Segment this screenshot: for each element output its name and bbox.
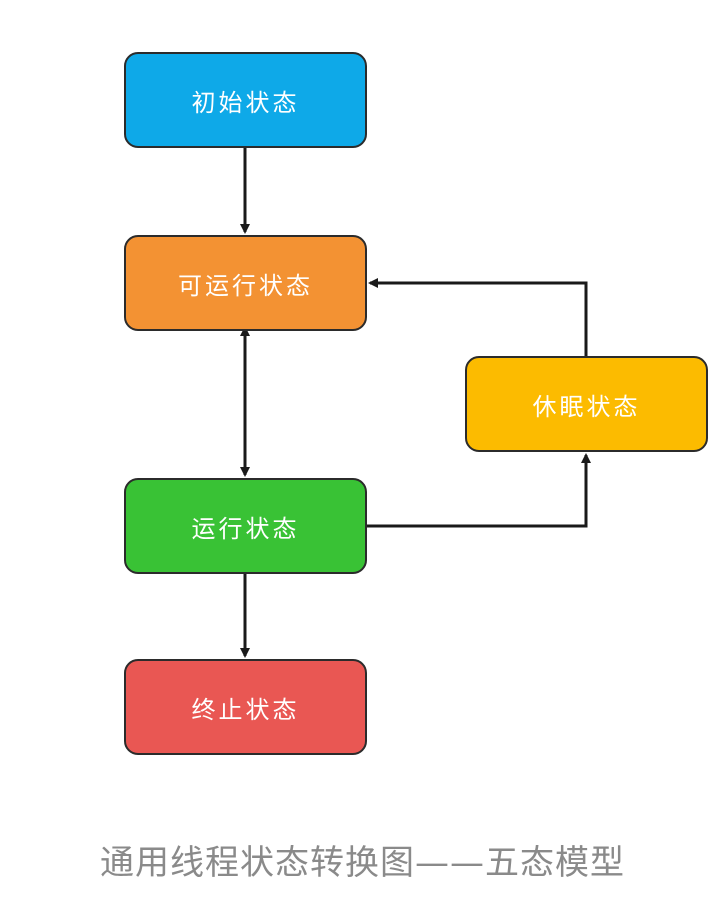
node-running-state-label: 运行状态	[191, 514, 300, 543]
node-terminated-state-label: 终止状态	[191, 695, 300, 724]
node-initial-state-label: 初始状态	[191, 88, 300, 117]
node-runnable-state: 可运行状态	[124, 235, 367, 331]
node-terminated-state: 终止状态	[124, 659, 367, 755]
diagram-caption: 通用线程状态转换图——五态模型	[100, 843, 625, 883]
node-initial-state: 初始状态	[124, 52, 367, 148]
edge-running-to-sleeping	[367, 453, 591, 528]
node-sleeping-state-label: 休眠状态	[532, 392, 641, 421]
node-sleeping-state: 休眠状态	[465, 356, 708, 452]
node-runnable-state-label: 可运行状态	[178, 271, 313, 300]
edge-sleeping-to-runnable	[368, 278, 588, 356]
node-running-state: 运行状态	[124, 478, 367, 574]
